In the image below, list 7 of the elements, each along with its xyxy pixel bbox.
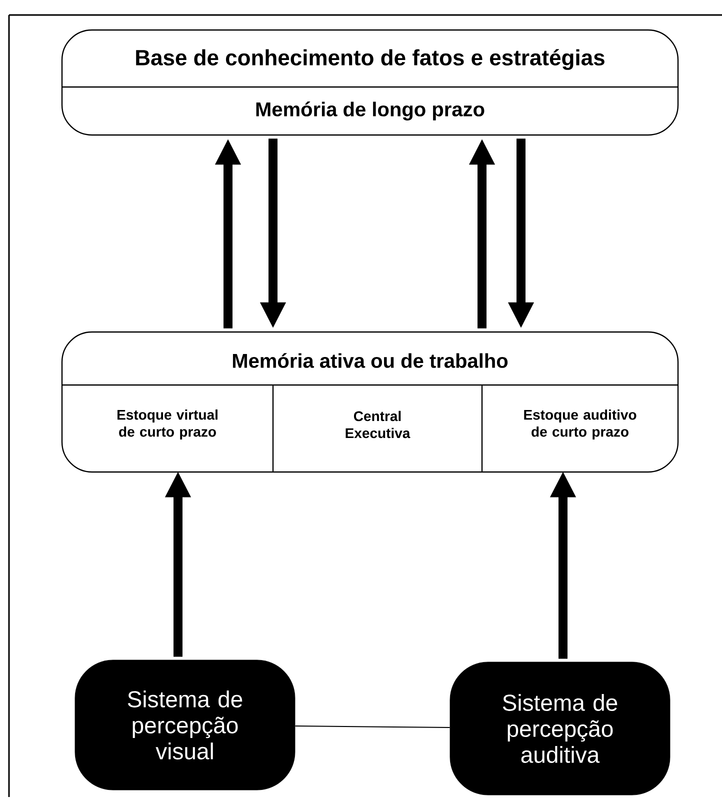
store-cell: Estoque virtual de curto prazo xyxy=(118,409,218,440)
store-cell: Estoque auditivo de curto prazo xyxy=(524,409,636,440)
perception-box: Sistema de percepção visual xyxy=(74,660,296,790)
memory-box: Base de conhecimento de fatos e estratégias Memória de longo prazo xyxy=(61,29,679,136)
perception-box: Sistema de percepção auditiva xyxy=(450,662,670,796)
connector-line xyxy=(294,726,450,728)
store-cell: Central Executiva xyxy=(346,410,410,438)
